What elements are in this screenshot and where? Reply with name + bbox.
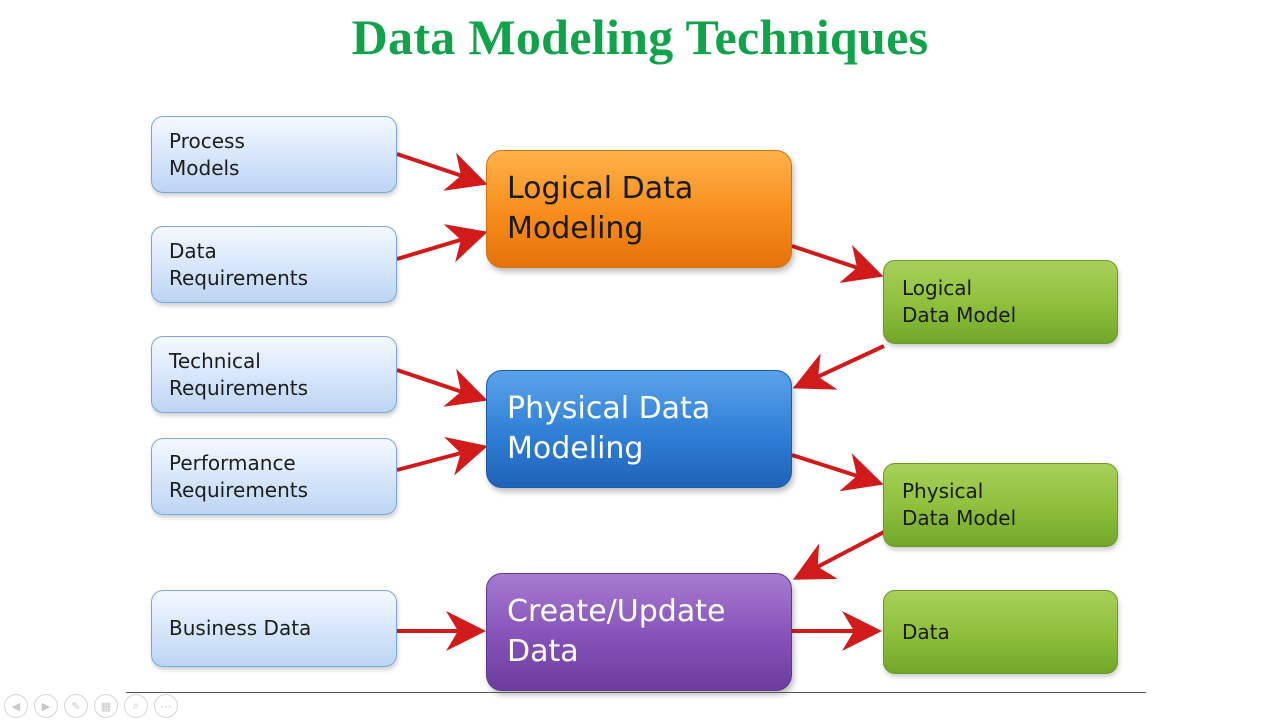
performance-requirements-box: Performance Requirements	[151, 438, 397, 515]
zoom-icon[interactable]: ⌕	[124, 694, 148, 718]
more-icon[interactable]: ⋯	[154, 694, 178, 718]
next-icon[interactable]: ▶	[34, 694, 58, 718]
arrow-logical-to-logical-model	[791, 244, 884, 283]
slides-icon[interactable]: ▦	[94, 694, 118, 718]
process-models-box: Process Models	[151, 116, 397, 193]
technical-requirements-box: Technical Requirements	[151, 336, 397, 413]
slide-nav-toolbar: ◀ ▶ ✎ ▦ ⌕ ⋯	[4, 694, 178, 718]
arrow-process-models-to-logical	[396, 152, 488, 191]
business-data-box: Business Data	[151, 590, 397, 667]
physical-data-modeling-box: Physical Data Modeling	[486, 370, 792, 488]
logical-data-model-box: Logical Data Model	[883, 260, 1118, 344]
arrow-data-req-to-logical	[396, 224, 488, 263]
arrow-physical-model-to-create	[792, 530, 885, 580]
logical-data-modeling-box: Logical Data Modeling	[486, 150, 792, 268]
arrow-physical-to-physical-model	[791, 453, 884, 492]
pen-icon[interactable]: ✎	[64, 694, 88, 718]
arrow-performance-req-to-physical	[396, 436, 488, 476]
arrow-technical-req-to-physical	[396, 368, 488, 407]
data-box: Data	[883, 590, 1118, 674]
page-title: Data Modeling Techniques	[351, 9, 929, 65]
data-requirements-box: Data Requirements	[151, 226, 397, 303]
physical-data-model-box: Physical Data Model	[883, 463, 1118, 547]
slide-baseline	[126, 692, 1146, 693]
create-update-data-box: Create/Update Data	[486, 573, 792, 691]
arrow-logical-model-to-physical	[792, 344, 885, 390]
prev-icon[interactable]: ◀	[4, 694, 28, 718]
